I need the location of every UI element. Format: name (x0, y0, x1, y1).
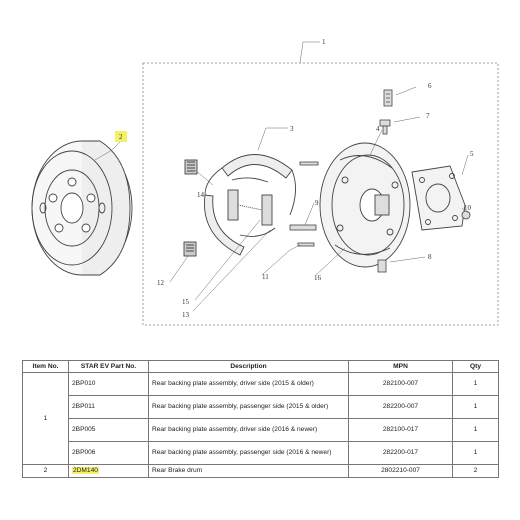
item-number-cell: 2 (22, 464, 69, 478)
callout-11: 11 (262, 273, 269, 281)
callout-13: 13 (182, 311, 190, 319)
table-header-row: Item No. STAR EV Part No. Description MP… (22, 360, 499, 373)
callout-12: 12 (157, 279, 165, 287)
qty-cell: 2 (452, 464, 499, 478)
leader-lines (94, 41, 469, 312)
mpn-cell: 282100-017 (348, 418, 453, 442)
callout-4: 4 (376, 125, 380, 133)
callout-3: 3 (290, 125, 294, 133)
highlighted-part-number: 2DM140 (72, 467, 99, 474)
description-cell: Rear backing plate assembly, passenger s… (148, 441, 349, 465)
callout-2-highlight (115, 131, 127, 142)
part-number-cell: 2BP011 (68, 395, 149, 419)
callout-16: 16 (314, 274, 322, 282)
brake-shoes-drawing (183, 154, 296, 257)
table-row: 2BP011 Rear backing plate assembly, pass… (23, 395, 499, 419)
qty-cell: 1 (452, 372, 499, 396)
parts-table: Item No. STAR EV Part No. Description MP… (22, 360, 499, 478)
qty-cell: 1 (452, 418, 499, 442)
part-number-cell: 2BP010 (68, 372, 149, 396)
description-cell: Rear backing plate assembly, driver side… (148, 372, 349, 396)
part-number-cell: 2BP006 (68, 441, 149, 465)
callout-7: 7 (426, 112, 430, 120)
callout-2: 2 (119, 133, 123, 141)
table-row: 1 2BP010 Rear backing plate assembly, dr… (22, 372, 499, 465)
mpn-cell: 282100-007 (348, 372, 453, 396)
assembly-frame (142, 62, 499, 326)
callout-8: 8 (428, 253, 432, 261)
table-row: 2BP006 Rear backing plate assembly, pass… (23, 441, 499, 465)
header-part-no: STAR EV Part No. (68, 360, 149, 373)
qty-cell: 1 (452, 395, 499, 419)
callout-10: 10 (464, 204, 472, 212)
brake-drum-drawing (31, 140, 133, 276)
description-cell: Rear Brake drum (148, 464, 349, 478)
description-cell: Rear backing plate assembly, driver side… (148, 418, 349, 442)
header-qty: Qty (452, 360, 499, 373)
table-row: 2 2DM140 Rear Brake drum 2802210-007 2 (22, 464, 499, 478)
callout-1: 1 (322, 38, 326, 46)
callout-5: 5 (470, 150, 474, 158)
description-cell: Rear backing plate assembly, passenger s… (148, 395, 349, 419)
gasket-plate-drawing (411, 165, 466, 231)
item-number-cell: 1 (22, 372, 69, 465)
exploded-parts-diagram: 1 2 3 4 5 6 7 8 9 10 11 12 13 14 15 16 (31, 38, 499, 326)
qty-cell: 1 (452, 441, 499, 465)
hardware-drawings (289, 89, 471, 273)
header-mpn: MPN (348, 360, 453, 373)
table-row: 2BP005 Rear backing plate assembly, driv… (23, 418, 499, 442)
callout-14: 14 (197, 191, 205, 199)
callout-15: 15 (182, 298, 190, 306)
part-number-cell: 2DM140 (68, 464, 149, 478)
callout-9: 9 (315, 199, 319, 207)
part-number-cell: 2BP005 (68, 418, 149, 442)
backing-plate-drawing (319, 142, 411, 268)
header-item-no: Item No. (22, 360, 69, 373)
header-description: Description (148, 360, 349, 373)
mpn-cell: 282200-007 (348, 395, 453, 419)
callout-6: 6 (428, 82, 432, 90)
mpn-cell: 282200-017 (348, 441, 453, 465)
mpn-cell: 2802210-007 (348, 464, 453, 478)
